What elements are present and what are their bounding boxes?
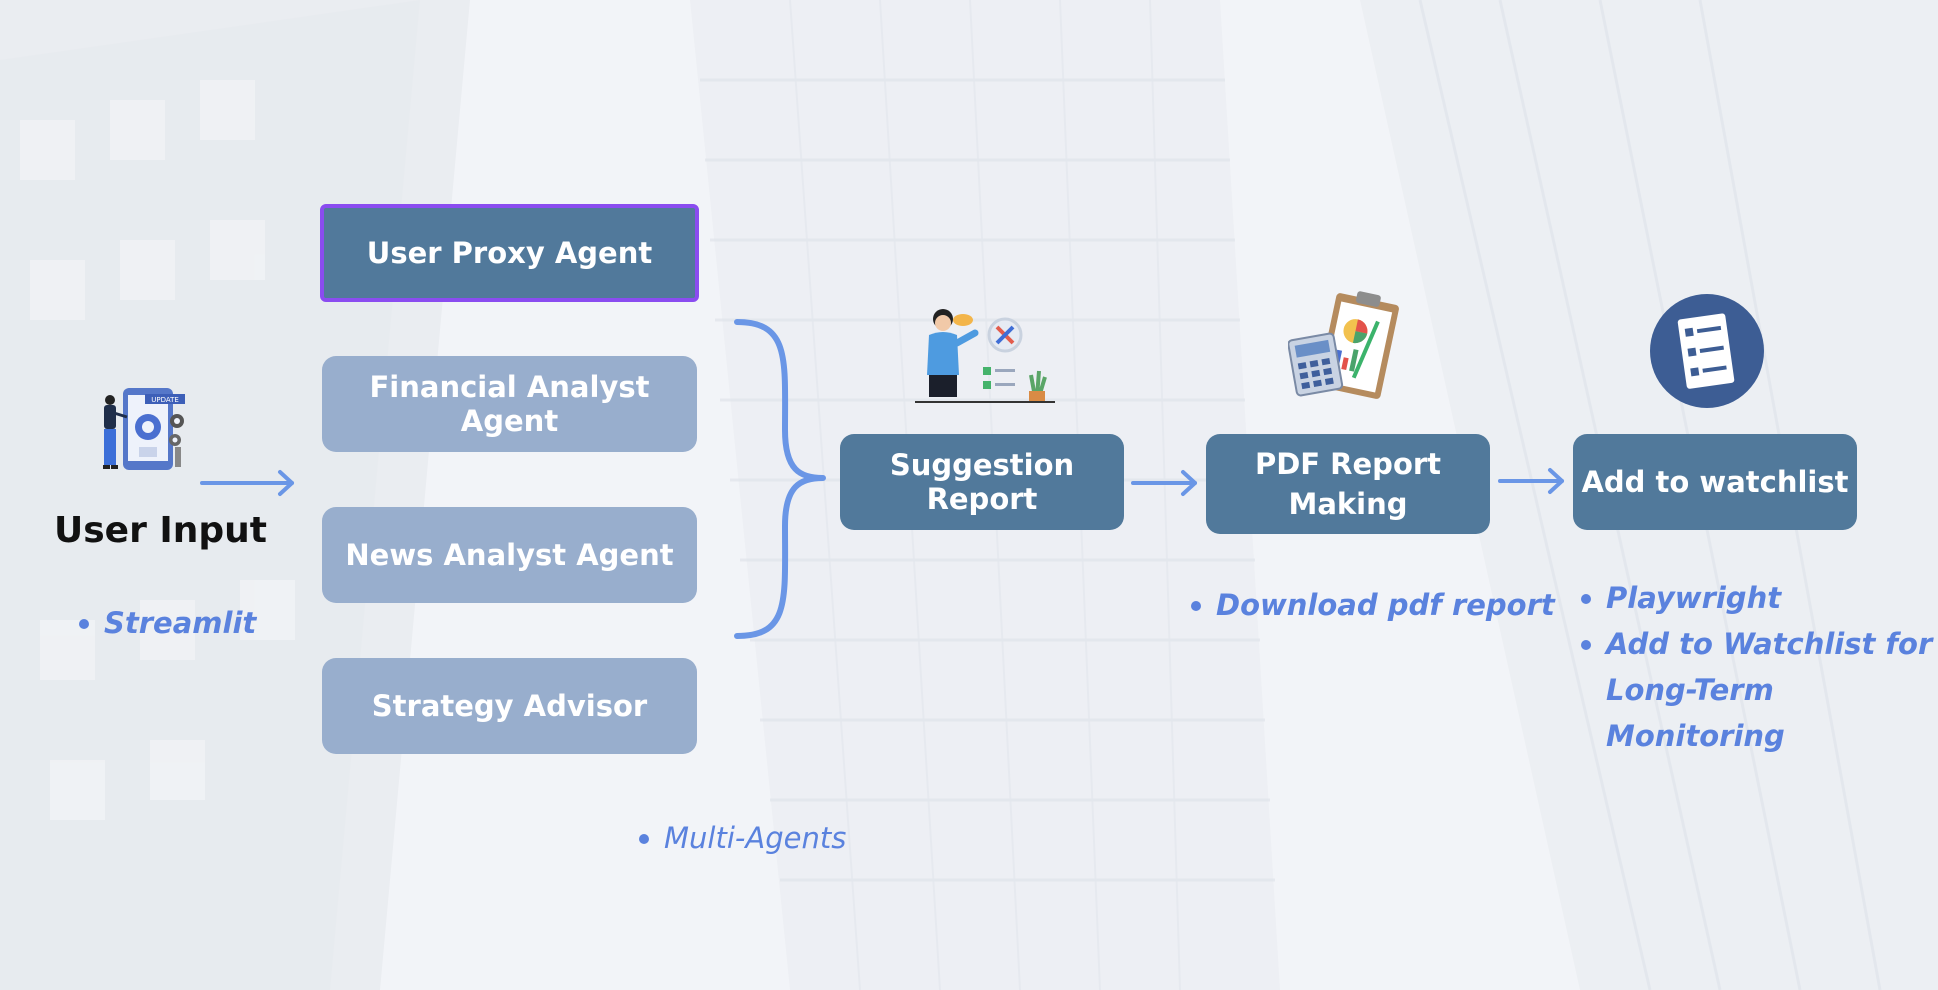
bullet-streamlit: Streamlit — [76, 600, 256, 646]
agents-bullets: Multi-Agents — [636, 815, 846, 861]
clipboard-report-calculator-icon — [1288, 291, 1399, 399]
pdf-report-label-line2: Making — [1288, 487, 1408, 521]
user-proxy-agent-node: User Proxy Agent — [320, 204, 699, 302]
pdf-report-making-node: PDF Report Making — [1206, 434, 1490, 534]
user-input-bullets: Streamlit — [76, 600, 256, 646]
bullet-playwright: Playwright — [1578, 575, 1932, 621]
pdf-report-label-line1: PDF Report — [1254, 447, 1442, 481]
user-input-title: User Input — [54, 510, 267, 551]
bullet-monitoring: Monitoring — [1606, 719, 1785, 753]
checklist-document-icon — [1650, 294, 1764, 408]
bullet-add-to-watchlist: Add to Watchlist for — [1578, 621, 1932, 667]
watchlist-bullets: Playwright Add to Watchlist for Long-Ter… — [1578, 575, 1932, 759]
add-to-watchlist-node: Add to watchlist — [1573, 434, 1857, 530]
svg-text:UPDATE: UPDATE — [151, 396, 179, 404]
bullet-download-pdf-report: Download pdf report — [1188, 582, 1555, 628]
pdf-report-bullets: Download pdf report — [1188, 582, 1555, 628]
strategy-advisor-node: Strategy Advisor — [322, 658, 697, 754]
news-analyst-agent-node: News Analyst Agent — [322, 507, 697, 603]
agents-brace — [734, 319, 826, 639]
bullet-long-term: Long-Term — [1606, 673, 1774, 707]
financial-analyst-agent-node: Financial Analyst Agent — [322, 356, 697, 452]
person-with-tools-icon — [915, 309, 1055, 403]
user-update-screen-icon: UPDATE — [103, 388, 185, 470]
bullet-multi-agents: Multi-Agents — [636, 815, 846, 861]
suggestion-report-node: Suggestion Report — [840, 434, 1124, 530]
